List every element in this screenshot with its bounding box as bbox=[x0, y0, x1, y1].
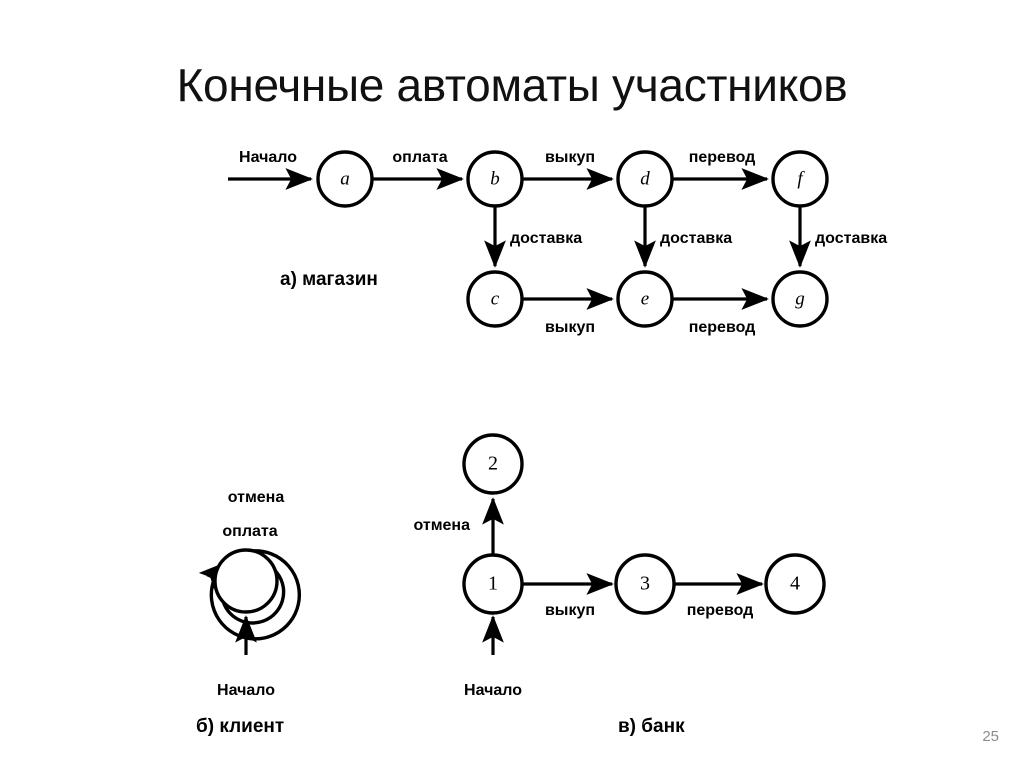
state-circle-a bbox=[316, 150, 374, 208]
start-label-client: Начало bbox=[217, 682, 275, 699]
state-label-d: d bbox=[640, 168, 650, 189]
edge-label-a-to-b: оплата bbox=[392, 149, 447, 166]
state-label-c: c bbox=[491, 288, 500, 309]
self-loop-label-oplata: оплата bbox=[222, 523, 277, 540]
state-circle-2 bbox=[462, 433, 524, 495]
state-node-2[interactable]: 2 bbox=[462, 433, 524, 495]
edge-label-f-to-g: доставка bbox=[815, 230, 887, 247]
edge-label-b-to-d: выкуп bbox=[545, 149, 595, 166]
start-label-bank: Начало bbox=[464, 682, 522, 699]
state-label-1: 1 bbox=[488, 573, 498, 595]
state-circle-4 bbox=[764, 553, 826, 615]
state-label-g: g bbox=[795, 288, 805, 309]
caption-bank: в) банк bbox=[618, 716, 685, 737]
edge-label-b-to-c: доставка bbox=[510, 230, 582, 247]
caption-client: б) клиент bbox=[196, 716, 284, 737]
page-title: Конечные автоматы участников bbox=[176, 59, 848, 111]
state-circle-c bbox=[466, 270, 524, 328]
state-circle-client bbox=[213, 548, 279, 614]
state-node-c[interactable]: c bbox=[466, 270, 524, 328]
state-circle-f bbox=[771, 150, 829, 208]
state-circle-g bbox=[771, 270, 829, 328]
page-number: 25 bbox=[982, 728, 999, 745]
diagram-shop: Начало оплата выкуп перевод доставка дос… bbox=[228, 149, 887, 336]
state-node-4[interactable]: 4 bbox=[764, 553, 826, 615]
state-label-2: 2 bbox=[488, 453, 498, 475]
state-node-f[interactable]: f bbox=[771, 150, 829, 208]
state-label-b: b bbox=[490, 168, 500, 189]
state-node-1[interactable]: 1 bbox=[462, 553, 524, 615]
edge-label-1-to-3: выкуп bbox=[545, 602, 595, 619]
caption-shop: а) магазин bbox=[280, 269, 378, 290]
state-node-e[interactable]: e bbox=[616, 270, 674, 328]
self-loop-label-otmena: отмена bbox=[228, 489, 285, 506]
edge-label-start-shop: Начало bbox=[239, 149, 297, 166]
state-node-d[interactable]: d bbox=[616, 150, 674, 208]
edge-label-e-to-g: перевод bbox=[689, 319, 756, 336]
state-circle-1 bbox=[462, 553, 524, 615]
state-node-b[interactable]: b bbox=[466, 150, 524, 208]
edge-label-c-to-e: выкуп bbox=[545, 319, 595, 336]
self-loop-otmena bbox=[198, 549, 302, 641]
diagram-bank: отмена выкуп перевод Начало 2 1 3 bbox=[413, 433, 826, 737]
edge-label-d-to-f: перевод bbox=[689, 149, 756, 166]
state-circle-b bbox=[466, 150, 524, 208]
edge-label-3-to-4: перевод bbox=[687, 602, 754, 619]
edge-label-d-to-e: доставка bbox=[660, 230, 732, 247]
state-circle-3 bbox=[614, 553, 676, 615]
state-label-3: 3 bbox=[640, 573, 650, 595]
state-circle-d bbox=[616, 150, 674, 208]
state-label-f: f bbox=[797, 168, 805, 189]
state-node-client[interactable] bbox=[213, 548, 279, 614]
state-circle-e bbox=[616, 270, 674, 328]
state-node-a[interactable]: a bbox=[316, 150, 374, 208]
state-label-e: e bbox=[641, 288, 649, 309]
diagram-client: отмена оплата Начало б) клиент bbox=[196, 489, 302, 737]
state-node-3[interactable]: 3 bbox=[614, 553, 676, 615]
state-node-g[interactable]: g bbox=[771, 270, 829, 328]
state-label-4: 4 bbox=[790, 573, 800, 595]
state-label-a: a bbox=[340, 168, 350, 189]
edge-label-1-to-2: отмена bbox=[413, 517, 470, 534]
